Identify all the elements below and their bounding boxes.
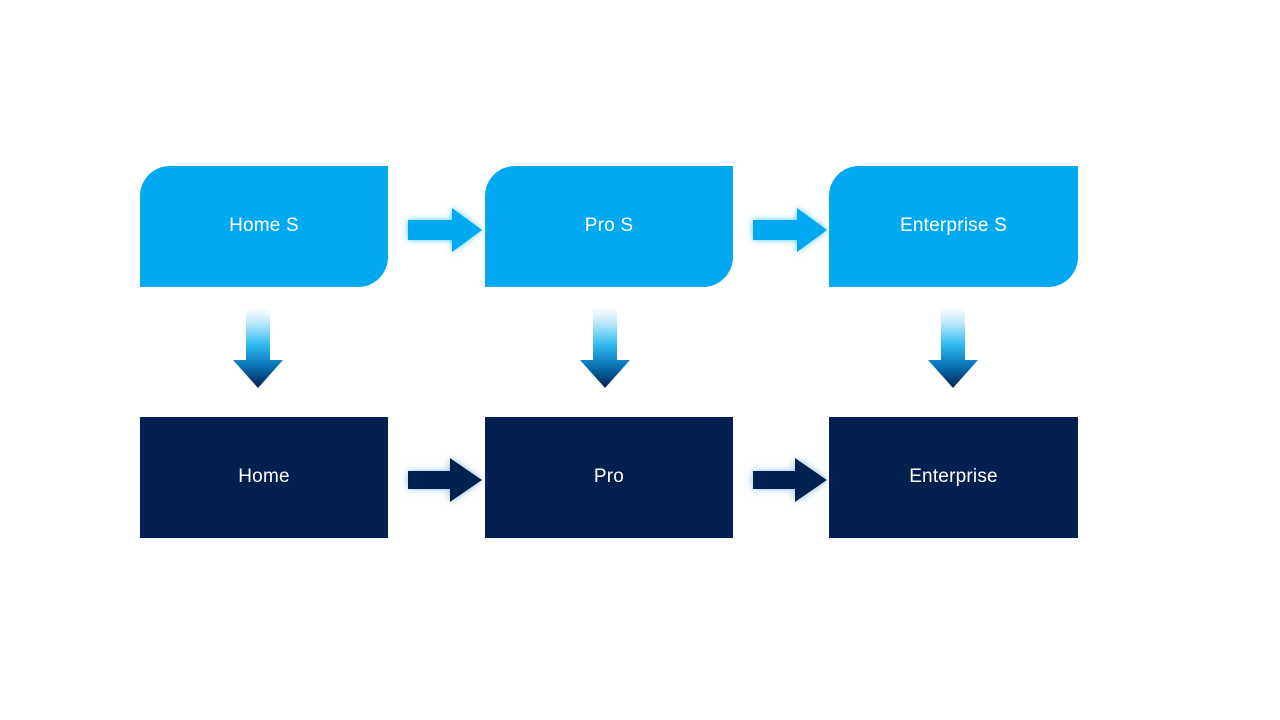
node-home-s[interactable]: Home S [140,166,388,287]
connector-enterprise-s-to-enterprise [925,308,981,390]
node-home[interactable]: Home [140,417,388,538]
node-enterprise[interactable]: Enterprise [829,417,1078,538]
node-enterprise-s[interactable]: Enterprise S [829,166,1078,287]
connector-home-to-pro [400,452,490,508]
connector-pro-s-to-enterprise-s [749,202,833,258]
node-label: Pro [593,466,625,488]
arrow-right-icon [753,208,827,252]
connector-home-s-to-pro-s [404,202,488,258]
node-pro[interactable]: Pro [485,417,733,538]
arrow-right-icon [753,458,827,502]
arrow-down-icon [580,308,630,388]
node-label: Enterprise [909,466,998,488]
node-label: Enterprise S [900,215,1007,237]
arrow-down-icon [233,308,283,388]
node-pro-s[interactable]: Pro S [485,166,733,287]
connector-pro-s-to-pro [577,308,633,390]
node-label: Pro S [584,215,634,237]
node-label: Home [238,466,290,488]
node-label: Home S [229,215,299,237]
arrow-down-icon [928,308,978,388]
connector-home-s-to-home [230,308,286,390]
arrow-right-icon [408,208,482,252]
connector-pro-to-enterprise [745,452,835,508]
arrow-right-icon [408,458,482,502]
